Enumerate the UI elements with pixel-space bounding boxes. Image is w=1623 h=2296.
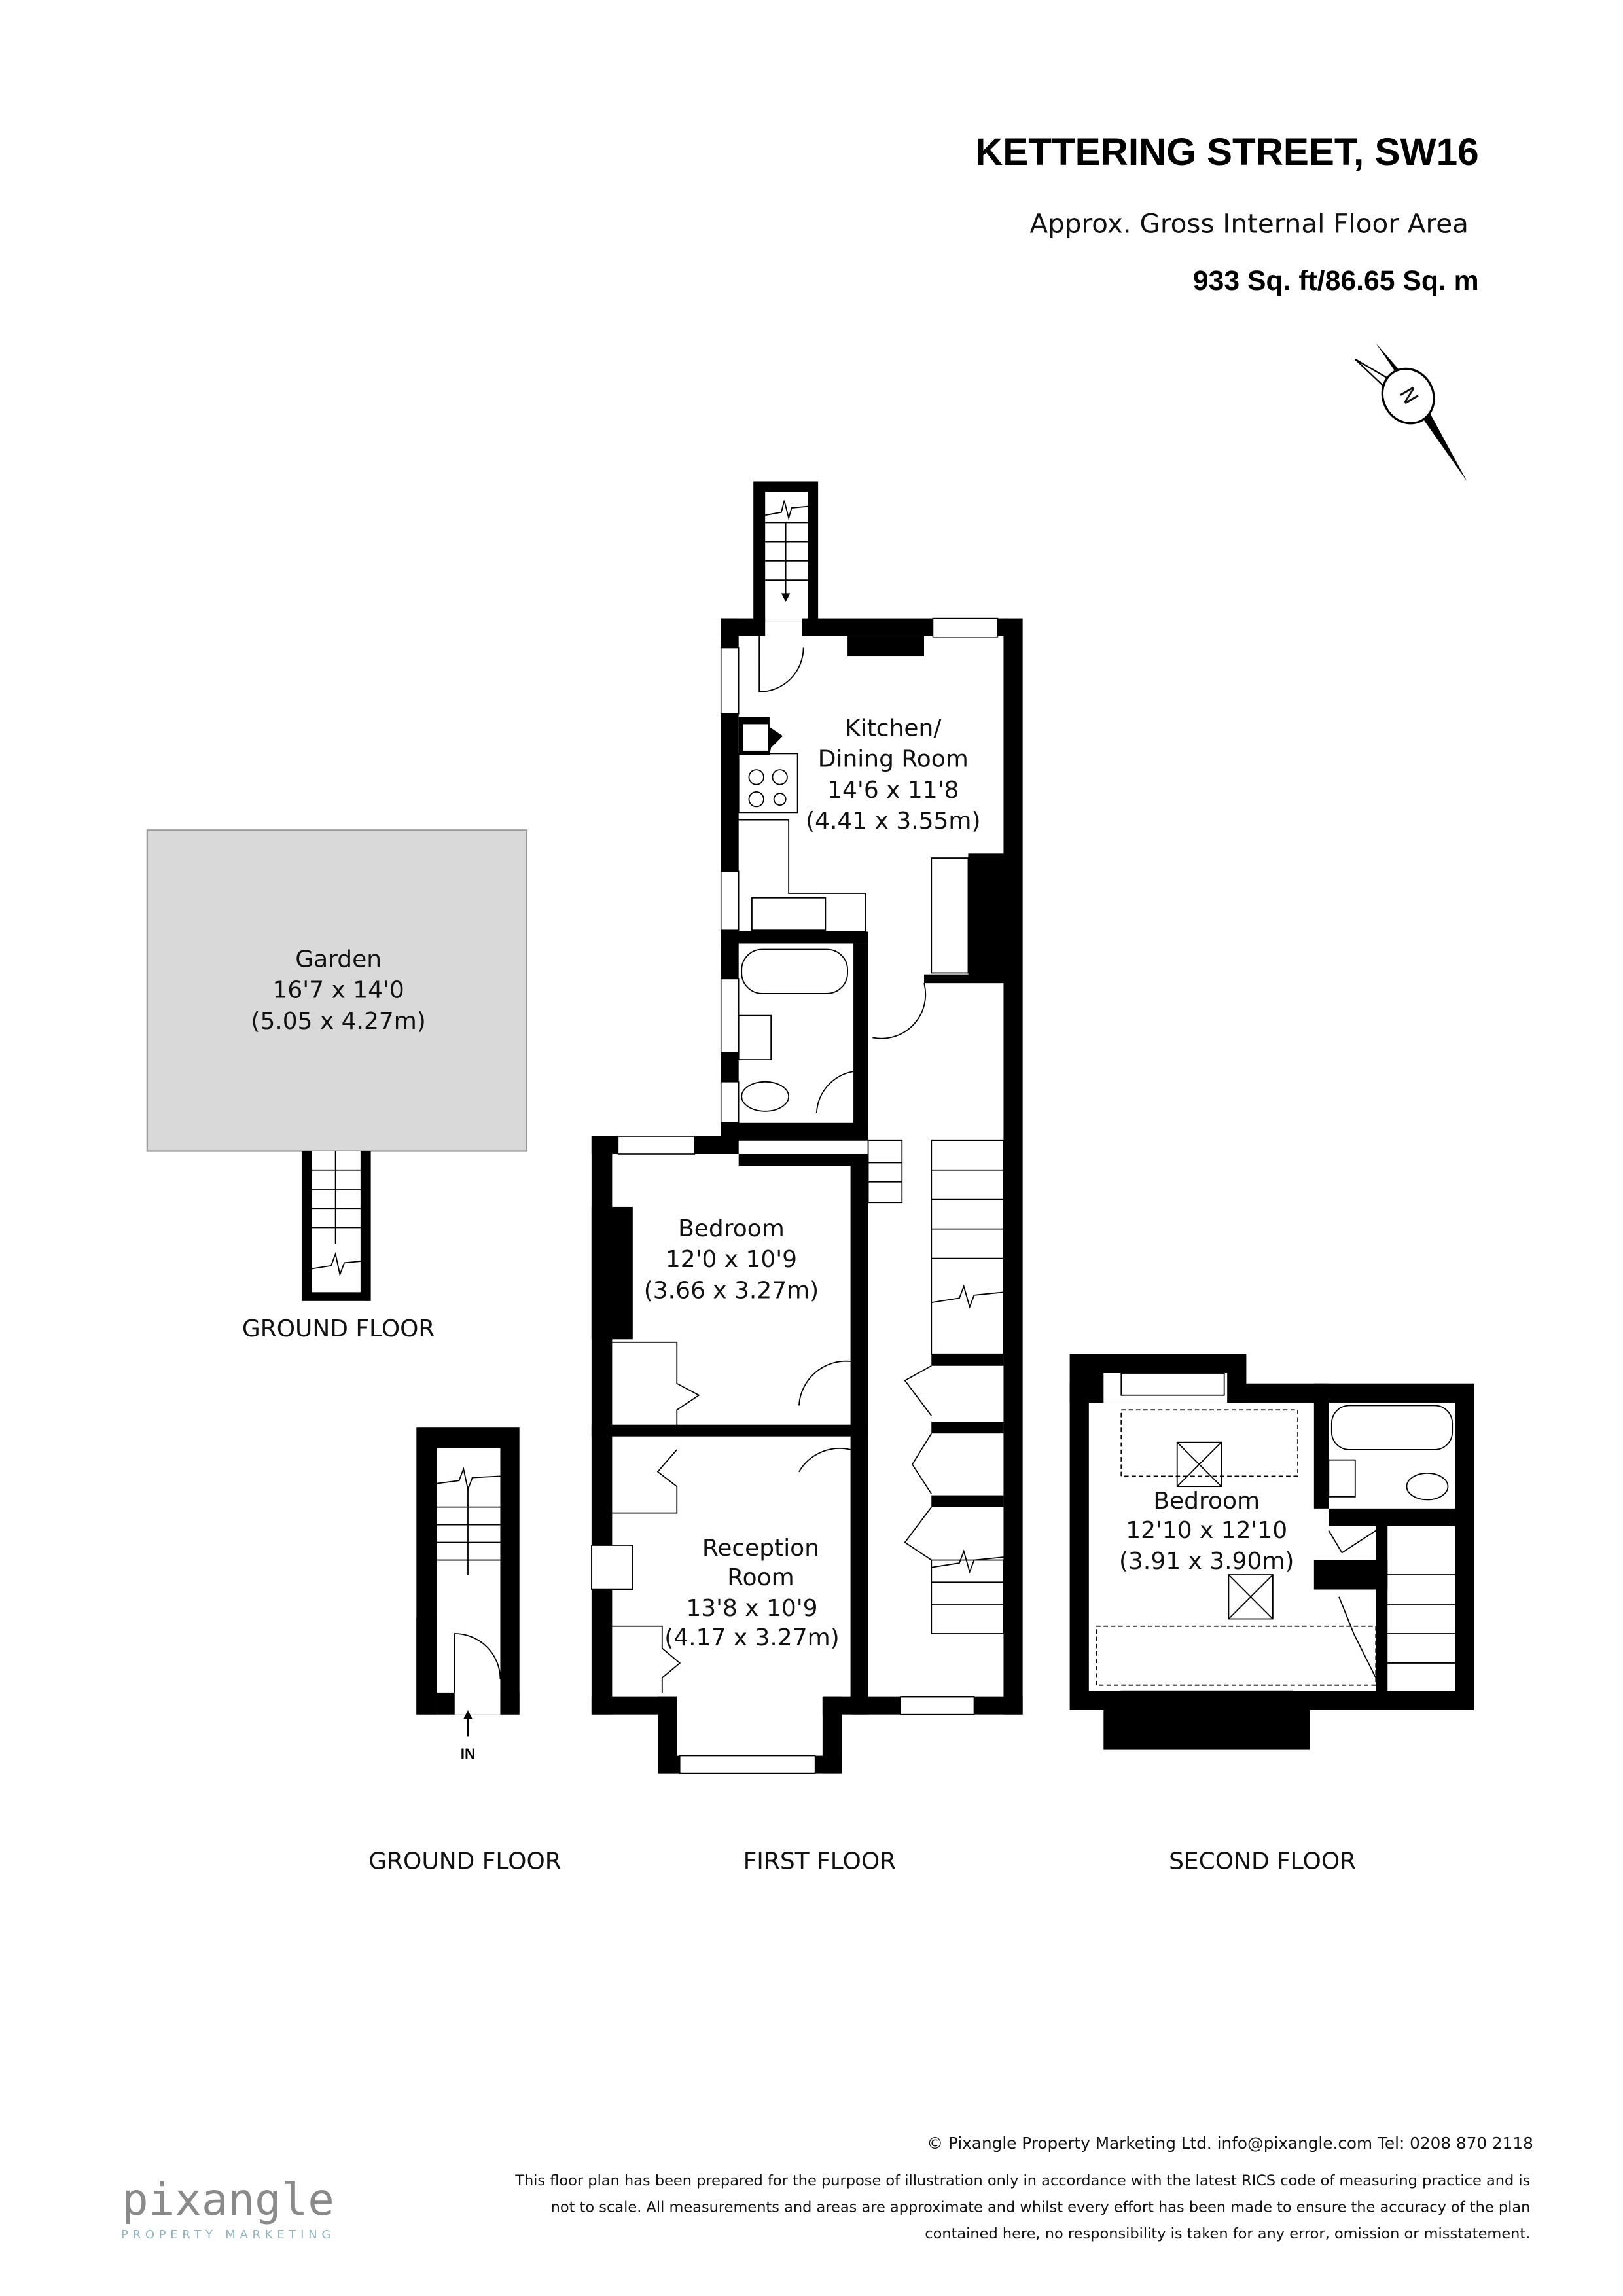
reception-imperial: 13'8 x 10'9 — [686, 1595, 817, 1622]
bedroom2-imperial: 12'10 x 12'10 — [1126, 1517, 1287, 1544]
bedroom1-imperial: 12'0 x 10'9 — [666, 1246, 797, 1273]
garden-name: Garden — [295, 946, 382, 973]
garden-floor-label: GROUND FLOOR — [242, 1316, 435, 1342]
bedroom2-metric: (3.91 x 3.90m) — [1119, 1548, 1294, 1575]
kitchen-name-line1: Kitchen/ — [845, 715, 942, 742]
garden-imperial: 16'7 x 14'0 — [273, 977, 404, 1004]
property-title: KETTERING STREET, SW16 — [975, 131, 1479, 173]
reception-metric: (4.17 x 3.27m) — [664, 1624, 839, 1651]
area-value: 933 Sq. ft/86.65 Sq. m — [1193, 265, 1479, 296]
copyright-line: © Pixangle Property Marketing Ltd. info@… — [927, 2134, 1533, 2153]
second-floor-label: SECOND FLOOR — [1169, 1848, 1356, 1875]
first-floor-plan — [591, 481, 1023, 1774]
garden-metric: (5.05 x 4.27m) — [251, 1008, 425, 1035]
bedroom2-name: Bedroom — [1153, 1488, 1260, 1515]
garden-area — [146, 829, 528, 1301]
bedroom1-metric: (3.66 x 3.27m) — [644, 1277, 819, 1304]
kitchen-name-line2: Dining Room — [818, 746, 969, 773]
kitchen-imperial: 14'6 x 11'8 — [827, 777, 959, 804]
logo-tagline: PROPERTY MARKETING — [121, 2228, 335, 2242]
reception-name-line1: Reception — [702, 1535, 819, 1562]
reception-name-line2: Room — [727, 1564, 794, 1591]
area-subtitle: Approx. Gross Internal Floor Area — [1030, 207, 1469, 239]
first-floor-label: FIRST FLOOR — [743, 1848, 897, 1875]
compass-icon: N — [1355, 343, 1467, 482]
ground-floor-entrance — [416, 1427, 520, 1737]
disclaimer-line-2: not to scale. All measurements and areas… — [551, 2199, 1531, 2216]
disclaimer-line-3: contained here, no responsibility is tak… — [925, 2225, 1530, 2242]
logo-text: pixangle — [122, 2174, 334, 2225]
bedroom1-name: Bedroom — [678, 1215, 785, 1242]
kitchen-metric: (4.41 x 3.55m) — [806, 808, 980, 834]
ground-floor-label: GROUND FLOOR — [368, 1848, 562, 1875]
second-floor-plan — [1069, 1354, 1474, 1750]
disclaimer-line-1: This floor plan has been prepared for th… — [514, 2172, 1530, 2189]
pixangle-logo: pixangle PROPERTY MARKETING — [121, 2174, 335, 2242]
entrance-label: IN — [461, 1746, 475, 1762]
